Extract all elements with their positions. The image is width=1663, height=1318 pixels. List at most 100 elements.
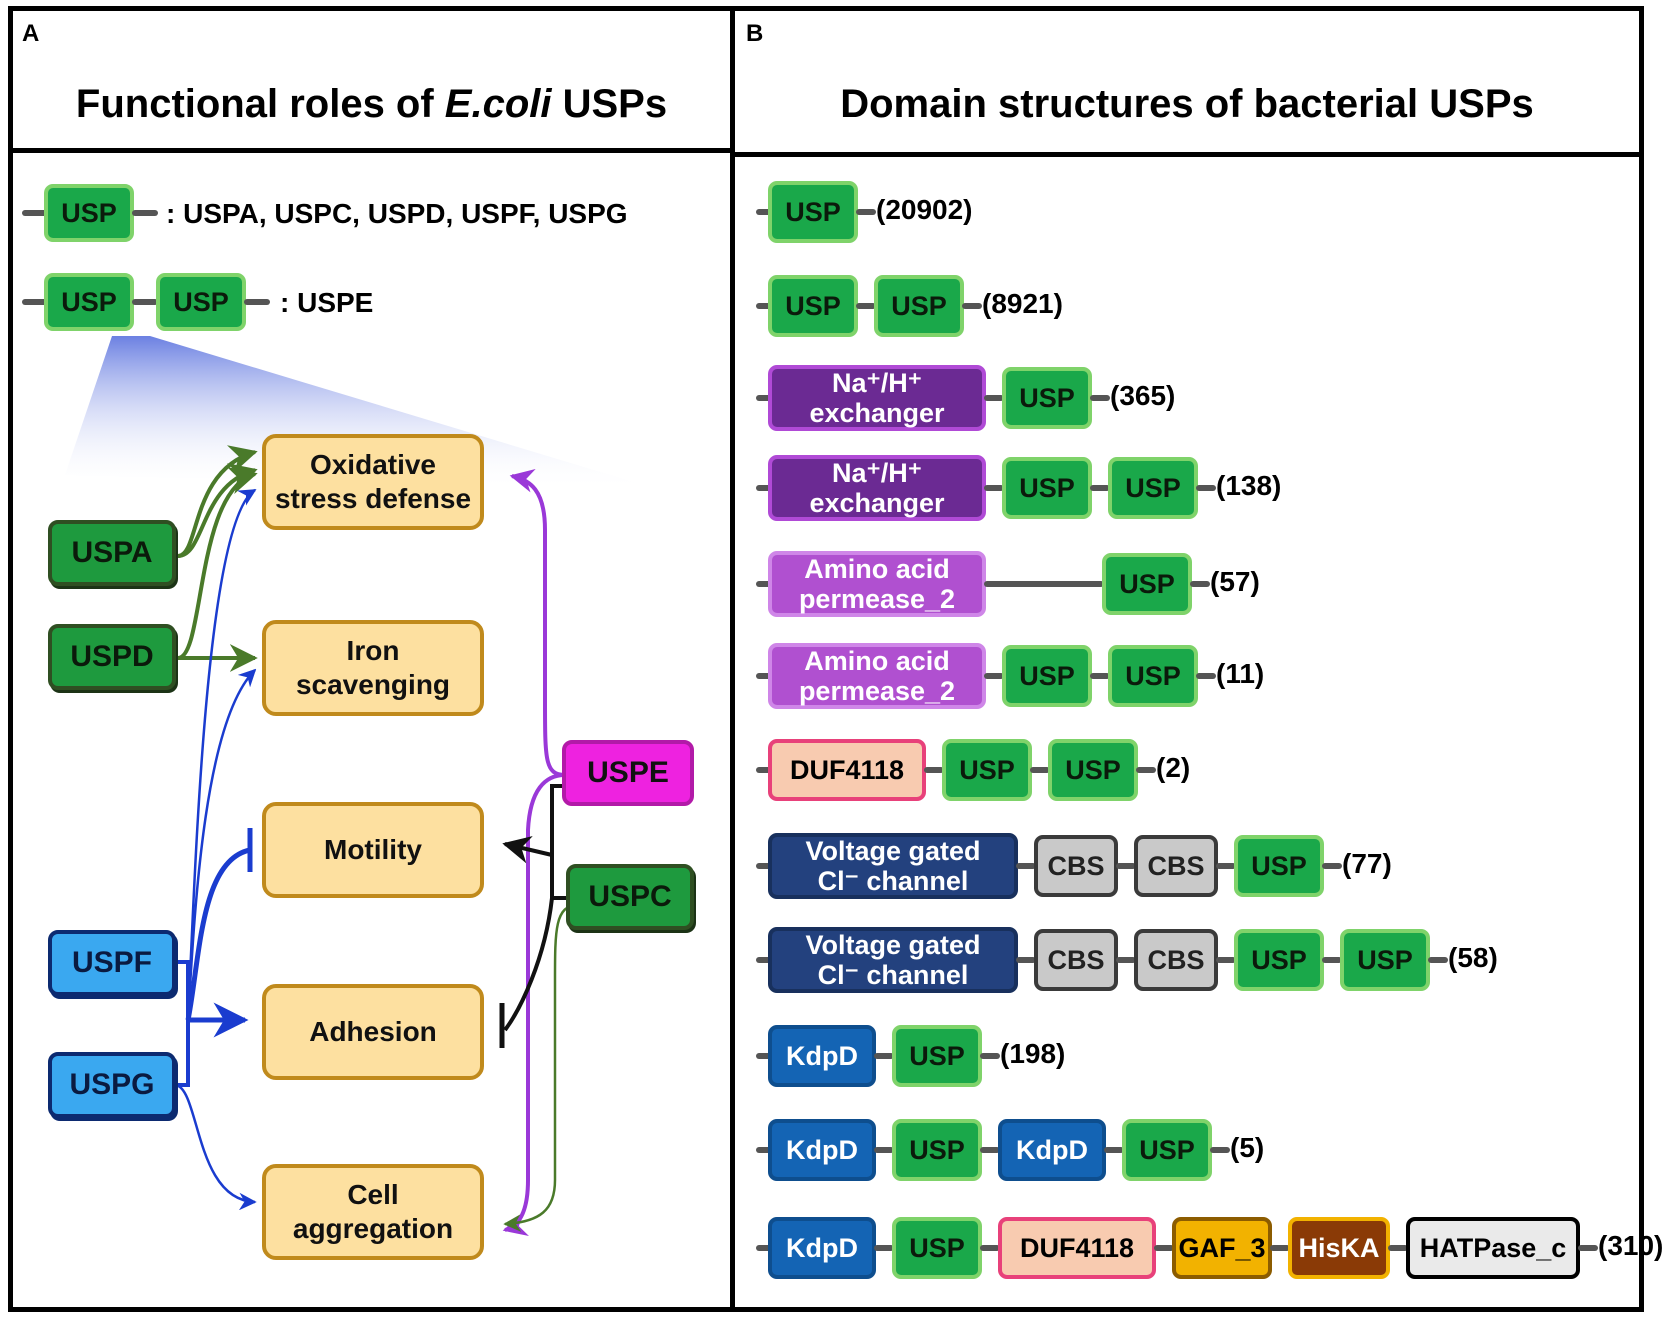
row-10-linker-1 [874,1053,894,1059]
row-1-stub-start [756,209,772,215]
row-9-linker-4 [1322,957,1342,963]
row-12-domain-hiska: HisKA [1288,1217,1390,1279]
row-7-linker-1 [924,767,944,773]
row-11-linker-4 [1210,1147,1230,1153]
process-motility: Motility [262,802,484,898]
row-6-linker-2 [1090,673,1110,679]
uspe-zoom-fan [65,336,660,490]
gene-uspd: USPD [48,624,176,690]
legend1-stub-left [22,210,48,216]
row-4-linker-1 [984,485,1004,491]
row-12-linker-4 [1270,1245,1290,1251]
row-4-domain-usp: USP [1108,457,1198,519]
row-8-linker-1 [1016,863,1036,869]
panel-a-title-suffix: USPs [551,82,668,126]
row-1-count: (20902) [876,194,973,225]
row-9-count: (58) [1448,942,1498,973]
row-9-domain-voltage-gated-cl-channel: Voltage gated Cl⁻ channel [768,927,1018,993]
row-4-domain-usp: USP [1002,457,1092,519]
legend2-text: : USPE [280,287,374,318]
row-6-domain-usp: USP [1002,645,1092,707]
row-5-linker-2 [1190,581,1210,587]
row-8-linker-4 [1322,863,1342,869]
gene-uspc: USPC [566,864,694,930]
gene-uspf: USPF [48,930,176,996]
interaction-arrows [65,336,660,1237]
row-5-count: (57) [1210,566,1260,597]
row-6-domain-amino-acid-permease-2: Amino acid permease_2 [768,643,986,709]
row-11-linker-2 [980,1147,1000,1153]
row-11-stub-start [756,1147,772,1153]
row-11-domain-usp: USP [892,1119,982,1181]
row-4-count: (138) [1216,470,1282,501]
row-5-domain-usp: USP [1102,553,1192,615]
row-7-domain-usp: USP [942,739,1032,801]
row-7-stub-start [756,767,772,773]
row-10-stub-start [756,1053,772,1059]
legend2-stub-mid [132,299,158,305]
panel-a-letter: A [22,20,40,47]
row-9-linker-5 [1428,957,1448,963]
row-5-linker-1 [984,581,1104,587]
row-4-linker-2 [1090,485,1110,491]
row-8-stub-start [756,863,772,869]
row-12-domain-hatpase-c: HATPase_c [1406,1217,1580,1279]
panel-b-title-divider [730,152,1644,157]
gene-uspg: USPG [48,1052,176,1118]
row-9-stub-start [756,957,772,963]
row-9-linker-3 [1216,957,1236,963]
row-1-linker-1 [856,209,876,215]
row-8-domain-cbs: CBS [1134,835,1218,897]
row-10-linker-2 [980,1053,1000,1059]
row-12-count: (310) [1598,1230,1663,1261]
row-11-domain-usp: USP [1122,1119,1212,1181]
row-4-stub-start [756,485,772,491]
row-8-domain-usp: USP [1234,835,1324,897]
row-7-linker-2 [1030,767,1050,773]
process-cell-aggregation: Cell aggregation [262,1164,484,1260]
row-8-domain-cbs: CBS [1034,835,1118,897]
row-2-domain-usp: USP [874,275,964,337]
panel-b-frame [730,6,1644,1312]
row-12-stub-start [756,1245,772,1251]
row-2-stub-start [756,303,772,309]
gene-uspa: USPA [48,520,176,586]
panel-a-title-divider [8,148,735,153]
row-10-domain-kdpd: KdpD [768,1025,876,1087]
process-adhesion: Adhesion [262,984,484,1080]
row-5-domain-amino-acid-permease-2: Amino acid permease_2 [768,551,986,617]
row-12-domain-usp: USP [892,1217,982,1279]
row-12-linker-6 [1578,1245,1598,1251]
row-6-stub-start [756,673,772,679]
row-3-stub-start [756,395,772,401]
row-9-domain-cbs: CBS [1034,929,1118,991]
row-12-domain-duf4118: DUF4118 [998,1217,1156,1279]
process-iron-scavenging: Iron scavenging [262,620,484,716]
row-7-domain-usp: USP [1048,739,1138,801]
row-8-domain-voltage-gated-cl-channel: Voltage gated Cl⁻ channel [768,833,1018,899]
row-7-domain-duf4118: DUF4118 [768,739,926,801]
legend2-usp-domain-2: USP [156,273,246,331]
row-12-linker-2 [980,1245,1000,1251]
row-9-domain-cbs: CBS [1134,929,1218,991]
gene-uspe: USPE [562,740,694,806]
row-8-linker-2 [1116,863,1136,869]
row-8-count: (77) [1342,848,1392,879]
row-2-linker-1 [856,303,876,309]
legend2-usp-domain-1: USP [44,273,134,331]
row-4-domain-na-h-exchanger: Na⁺/H⁺ exchanger [768,455,986,521]
panel-b-title: Domain structures of bacterial USPs [840,82,1534,126]
row-9-linker-2 [1116,957,1136,963]
row-11-linker-1 [874,1147,894,1153]
row-3-count: (365) [1110,380,1176,411]
row-12-linker-1 [874,1245,894,1251]
row-10-domain-usp: USP [892,1025,982,1087]
row-10-count: (198) [1000,1038,1066,1069]
row-8-linker-3 [1216,863,1236,869]
row-3-linker-2 [1090,395,1110,401]
legend1-text: : USPA, USPC, USPD, USPF, USPG [166,198,628,229]
row-9-domain-usp: USP [1340,929,1430,991]
row-12-domain-kdpd: KdpD [768,1217,876,1279]
row-4-linker-3 [1196,485,1216,491]
row-7-linker-3 [1136,767,1156,773]
